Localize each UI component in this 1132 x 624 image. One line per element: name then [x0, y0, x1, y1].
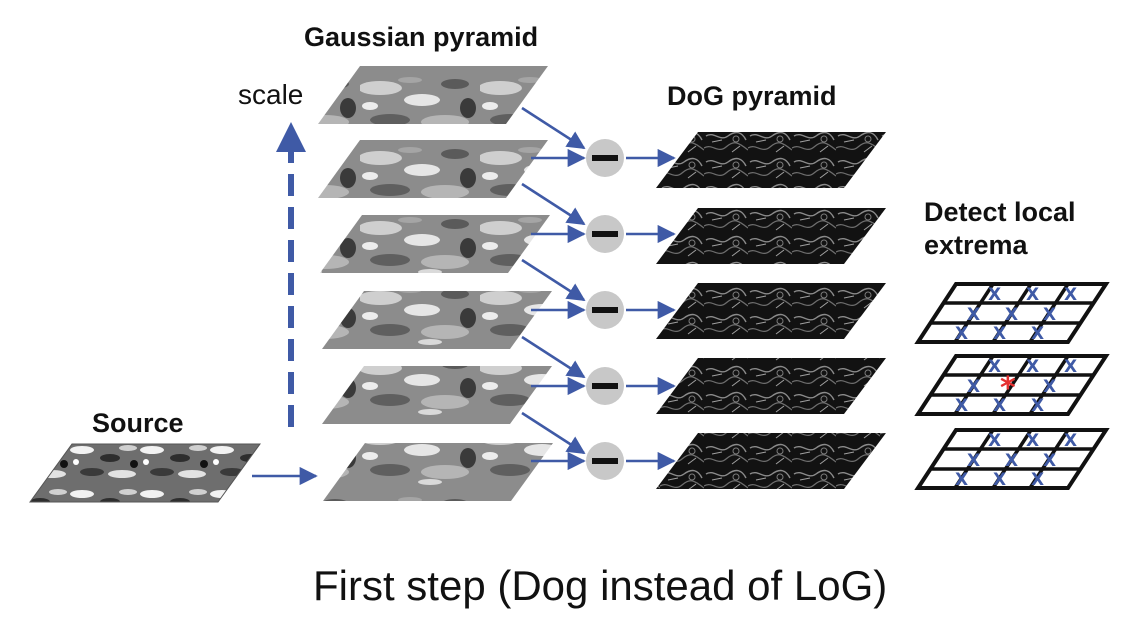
- sample-mark: X: [955, 324, 968, 344]
- sample-mark: X: [1026, 285, 1039, 305]
- sample-mark: X: [1005, 451, 1018, 471]
- scale-label: scale: [238, 79, 303, 110]
- gaussian-pyramid: [318, 66, 553, 501]
- sample-mark: X: [967, 377, 980, 397]
- horizontal-arrows-in: [531, 148, 586, 471]
- sample-mark: X: [1043, 377, 1056, 397]
- extrema-grids: X X X X X X X X X X X X X * X X X X: [914, 282, 1110, 490]
- sample-mark: X: [955, 396, 968, 416]
- extrema-grid-bottom: X X X X X X X X X: [914, 428, 1110, 490]
- extremum-mark: *: [1000, 371, 1016, 406]
- gaussian-level-1: [323, 443, 553, 501]
- sample-mark: X: [1043, 451, 1056, 471]
- sample-mark: X: [1026, 357, 1039, 377]
- extrema-grid-middle: X X X X * X X X X: [914, 354, 1110, 416]
- dog-level-1: [656, 433, 886, 489]
- extrema-grid-top: X X X X X X X X X: [914, 282, 1110, 344]
- minus-circle-icon: [586, 139, 624, 177]
- sample-mark: X: [1064, 285, 1077, 305]
- sample-mark: X: [955, 470, 968, 490]
- sample-mark: X: [988, 357, 1001, 377]
- arrow-right-icon: [521, 258, 586, 302]
- gaussian-level-2: [322, 366, 552, 424]
- detect-extrema-label-line2: extrema: [924, 230, 1029, 260]
- arrow-right-icon: [521, 335, 586, 379]
- sample-mark: X: [967, 305, 980, 325]
- arrow-right-icon: [521, 182, 586, 226]
- sample-mark: X: [1031, 470, 1044, 490]
- minus-circle-icon: [586, 215, 624, 253]
- gaussian-level-4: [320, 215, 550, 273]
- sample-mark: X: [967, 451, 980, 471]
- dog-pyramid: [656, 132, 886, 489]
- sample-mark: X: [1026, 431, 1039, 451]
- minus-circle-icon: [586, 291, 624, 329]
- sample-mark: X: [988, 431, 1001, 451]
- sample-mark: X: [1064, 431, 1077, 451]
- detect-extrema-label-line1: Detect local: [924, 197, 1076, 227]
- source-image: [29, 443, 261, 503]
- sample-mark: X: [993, 470, 1006, 490]
- horizontal-arrows-out: [626, 148, 676, 471]
- dog-level-4: [656, 208, 886, 264]
- dog-level-2: [656, 358, 886, 414]
- gaussian-pyramid-title: Gaussian pyramid: [304, 22, 538, 52]
- gaussian-level-5: [318, 140, 548, 198]
- gaussian-level-3: [322, 291, 552, 349]
- gaussian-level-6: [318, 66, 548, 124]
- sample-mark: X: [1064, 357, 1077, 377]
- sample-mark: X: [1031, 324, 1044, 344]
- dog-pyramid-title: DoG pyramid: [667, 81, 837, 111]
- arrow-right-icon: [521, 411, 586, 455]
- source-label: Source: [92, 408, 184, 438]
- sample-mark: X: [993, 324, 1006, 344]
- minus-circle-icon: [586, 442, 624, 480]
- dog-level-5: [656, 132, 886, 188]
- sample-mark: X: [988, 285, 1001, 305]
- sample-mark: X: [1043, 305, 1056, 325]
- subtraction-operators: [586, 139, 624, 480]
- diagonal-arrows: [521, 106, 586, 455]
- sample-mark: X: [993, 396, 1006, 416]
- sample-mark: X: [1031, 396, 1044, 416]
- dog-level-3: [656, 283, 886, 339]
- caption: First step (Dog instead of LoG): [313, 562, 887, 609]
- sample-mark: X: [1005, 305, 1018, 325]
- arrow-right-icon: [521, 106, 586, 150]
- minus-circle-icon: [586, 367, 624, 405]
